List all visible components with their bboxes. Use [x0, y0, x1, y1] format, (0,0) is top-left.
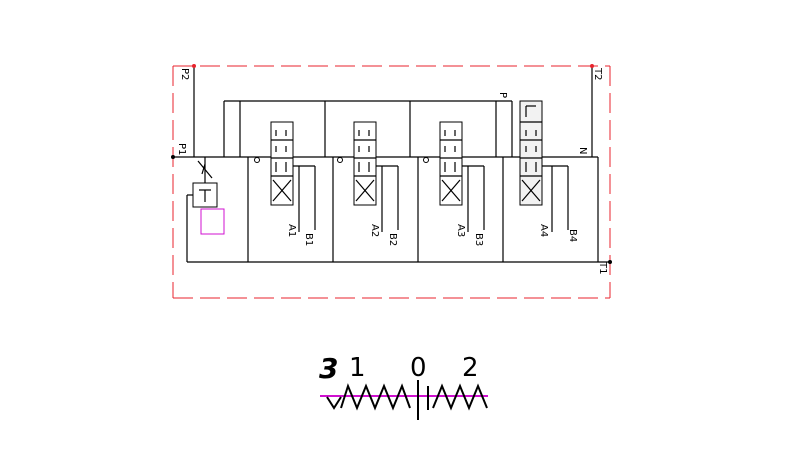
control-valve-section-4: A4 B4: [502, 100, 578, 262]
port-label-a1: A1: [286, 224, 297, 237]
control-valve-section-2: A2 B2: [332, 121, 399, 262]
port-label-n: N: [577, 147, 588, 154]
position-label-0: 0: [410, 353, 427, 383]
position-label-3: 3: [319, 352, 338, 385]
port-label-t2: T2: [592, 67, 603, 80]
port-label-a2: A2: [369, 224, 380, 237]
port-label-b3: B3: [473, 233, 484, 246]
position-label-1: 1: [349, 353, 366, 383]
pressure-lines: [171, 64, 612, 264]
port-label-p2: P2: [179, 68, 190, 80]
port-label-b1: B1: [303, 233, 314, 246]
port-label-b4: B4: [567, 229, 578, 242]
port-label-t1: T1: [597, 261, 608, 274]
port-label-a3: A3: [455, 224, 466, 237]
control-valve-section-1: A1 B1: [247, 121, 316, 262]
port-label-a4: A4: [538, 224, 549, 237]
valve-block-boundary: [172, 65, 611, 299]
port-label-b2: B2: [387, 233, 398, 246]
relief-valve: [186, 157, 225, 262]
spool-position-symbol: 3 1 0 2: [319, 352, 488, 420]
port-label-p: P: [497, 92, 508, 98]
port-label-p1: P1: [176, 143, 187, 155]
position-label-2: 2: [462, 353, 479, 383]
control-valve-section-3: A3 B3: [417, 121, 485, 262]
